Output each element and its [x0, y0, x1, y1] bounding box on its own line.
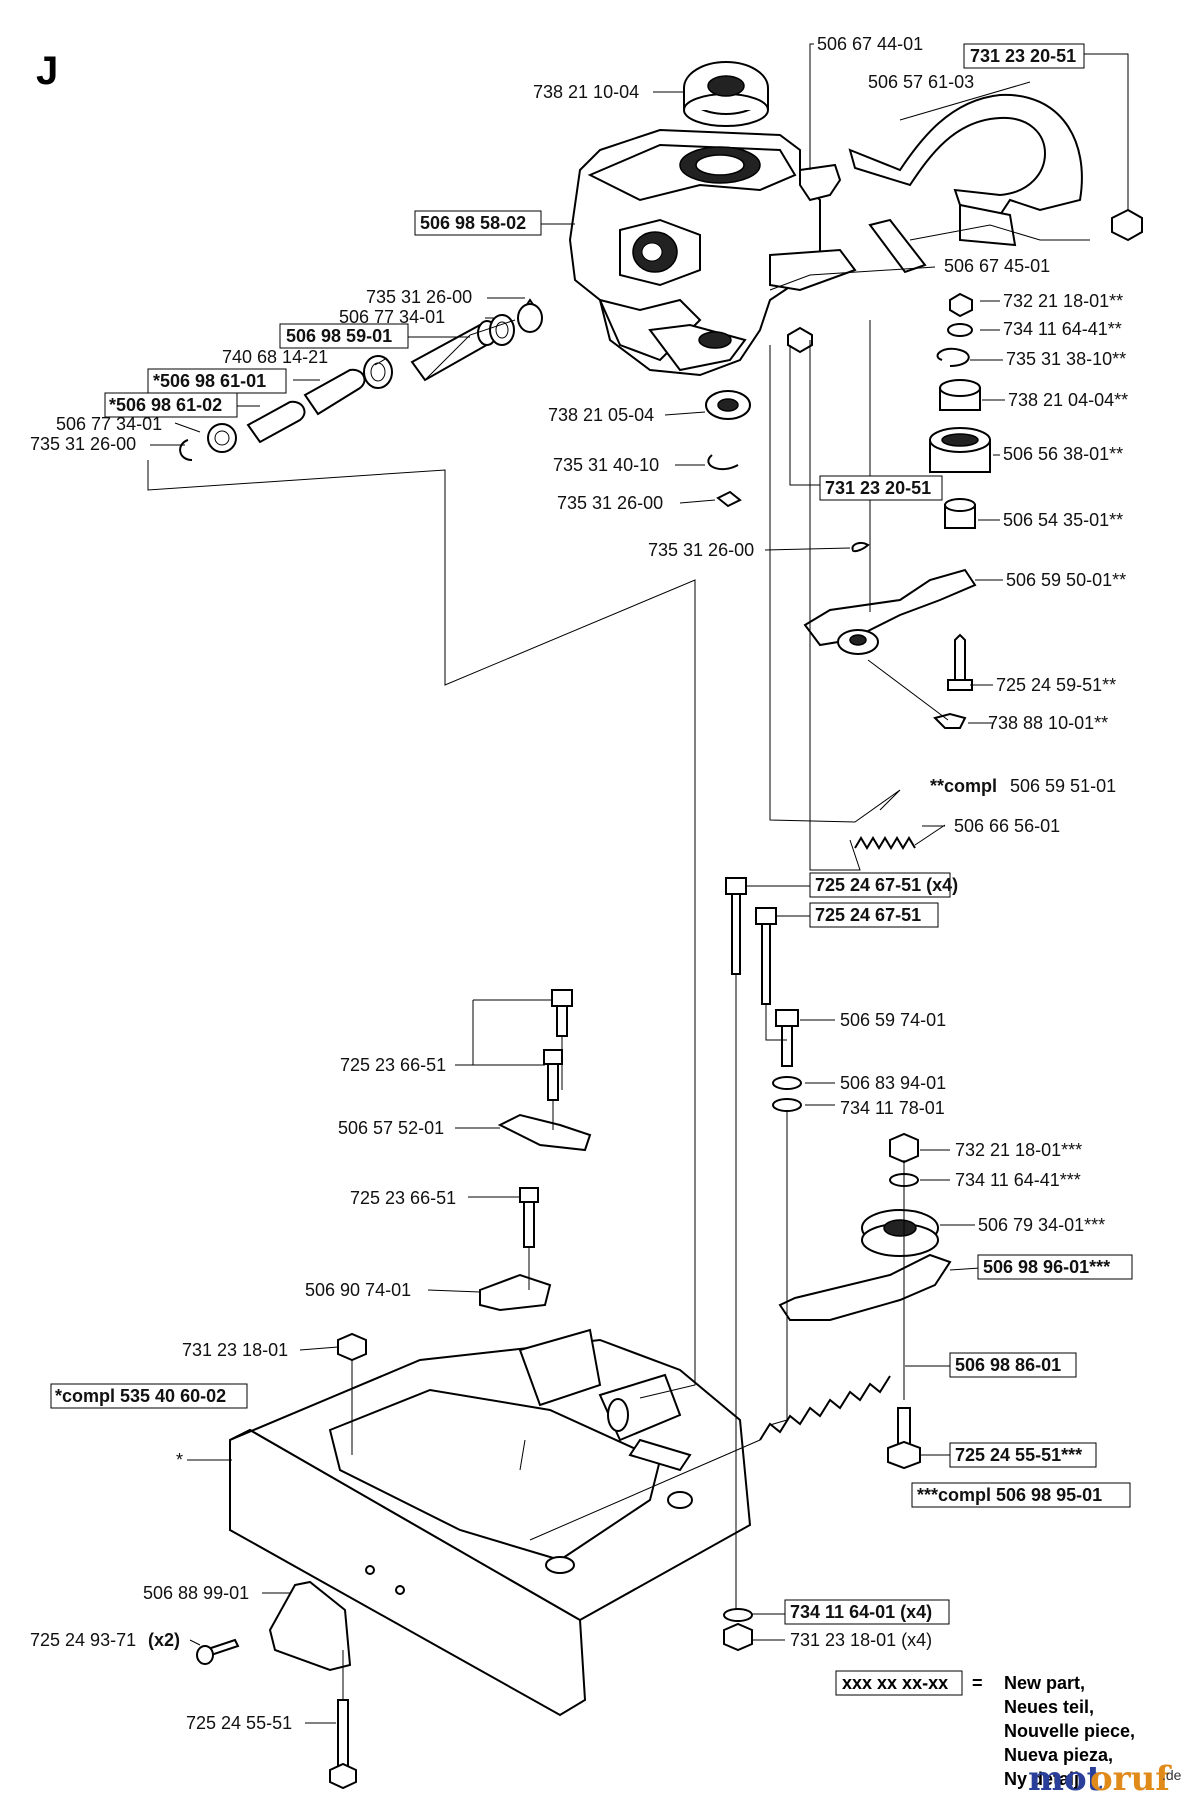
spring-large	[759, 1375, 891, 1441]
assembly-lines	[147, 319, 905, 1700]
label-725-24-93-71: 725 24 93-71	[30, 1630, 136, 1650]
label-725-24-55-51-ddd: 725 24 55-51***	[955, 1445, 1082, 1465]
label-506-88-99-01: 506 88 99-01	[143, 1583, 249, 1603]
label-506-79-34-01: 506 79 34-01***	[978, 1215, 1105, 1235]
label-506-98-86-01: 506 98 86-01	[955, 1355, 1061, 1375]
legend-line-2: Neues teil,	[1004, 1697, 1094, 1717]
label-506-67-45-01: 506 67 45-01	[944, 256, 1050, 276]
bolt-washers-right	[772, 1009, 802, 1112]
spring-small	[854, 836, 916, 850]
legend-box-text: xxx xx xx-xx	[842, 1673, 948, 1693]
legend: xxx xx xx-xx = New part, Neues teil, Nou…	[835, 1670, 1135, 1789]
label-compl-prefix: **compl	[930, 776, 997, 796]
label-506-98-61-01: *506 98 61-01	[153, 371, 266, 391]
label-506-59-74-01: 506 59 74-01	[840, 1010, 946, 1030]
label-725-23-66-51-b: 725 23 66-51	[350, 1188, 456, 1208]
legend-line-1: New part,	[1004, 1673, 1085, 1693]
legend-box	[835, 1670, 963, 1696]
clip-bracket	[799, 163, 842, 202]
part-drawings	[179, 61, 1143, 1790]
washer-nut-bottom	[723, 1608, 753, 1652]
label-506-57-52-01: 506 57 52-01	[338, 1118, 444, 1138]
label-734-11-78-01: 734 11 78-01	[840, 1098, 945, 1118]
label-740-68-14-21: 740 68 14-21	[222, 347, 328, 367]
label-compl-535-40-60-02: *compl 535 40 60-02	[55, 1386, 226, 1406]
label-506-77-34-01-a: 506 77 34-01	[339, 307, 445, 327]
section-letter: J	[36, 49, 58, 93]
label-725-23-66-51-a: 725 23 66-51	[340, 1055, 446, 1075]
label-735-31-38-10: 735 31 38-10**	[1006, 349, 1126, 369]
nut-mid	[787, 326, 813, 354]
bolt-bottom	[329, 1699, 357, 1790]
label-725-24-67-51-x4: 725 24 67-51 (x4)	[815, 875, 958, 895]
label-734-11-64-41-ddd: 734 11 64-41***	[955, 1170, 1081, 1190]
label-731-23-20-51-mid: 731 23 20-51	[825, 478, 931, 498]
label-boxes	[50, 43, 1133, 1625]
gear-housing	[568, 128, 857, 377]
label-732-21-18-01-dd: 732 21 18-01**	[1003, 291, 1123, 311]
watermark: mot oruf .de	[1028, 1759, 1182, 1799]
label-725-24-55-51: 725 24 55-51	[186, 1713, 292, 1733]
legend-line-4: Nueva pieza,	[1004, 1745, 1113, 1765]
label-506-57-61-03: 506 57 61-03	[868, 72, 974, 92]
label-506-98-59-01: 506 98 59-01	[286, 326, 392, 346]
clip-bracket-2	[868, 218, 927, 274]
bolt-right-lower	[887, 1407, 921, 1470]
label-x2: (x2)	[148, 1630, 180, 1650]
label-735-31-26-00-c: 735 31 26-00	[557, 493, 663, 513]
leader-lines	[150, 43, 1129, 1724]
label-732-21-18-01-ddd: 732 21 18-01***	[955, 1140, 1082, 1160]
label-506-77-34-01-b: 506 77 34-01	[56, 414, 162, 434]
label-506-90-74-01: 506 90 74-01	[305, 1280, 411, 1300]
watermark-part1: mot	[1028, 1759, 1103, 1799]
label-506-56-38-01: 506 56 38-01**	[1003, 444, 1123, 464]
shaft-assembly	[179, 298, 543, 461]
label-735-31-26-00-b: 735 31 26-00	[30, 434, 136, 454]
legend-equals: =	[972, 1673, 983, 1693]
label-compl-506-98-95-01: ***compl 506 98 95-01	[917, 1485, 1102, 1505]
label-star: *	[176, 1450, 183, 1470]
label-735-31-40-10: 735 31 40-10	[553, 455, 659, 475]
label-compl-506-59-51-01: 506 59 51-01	[1010, 776, 1116, 796]
label-506-83-94-01: 506 83 94-01	[840, 1073, 946, 1093]
nut-top-right	[1111, 208, 1143, 242]
label-738-21-05-04: 738 21 05-04	[548, 405, 654, 425]
label-738-21-10-04: 738 21 10-04	[533, 82, 639, 102]
label-738-88-10-01: 738 88 10-01**	[988, 713, 1108, 733]
right-stack	[851, 292, 991, 553]
left-bolts	[337, 989, 592, 1362]
lever-arm	[803, 568, 977, 729]
label-735-31-26-00-a: 735 31 26-00	[366, 287, 472, 307]
label-735-31-26-00-d: 735 31 26-00	[648, 540, 754, 560]
base-frame	[229, 1328, 752, 1717]
bolt-side	[196, 1638, 240, 1665]
label-734-11-64-41-dd: 734 11 64-41**	[1003, 319, 1122, 339]
label-725-24-67-51: 725 24 67-51	[815, 905, 921, 925]
watermark-part2: oruf	[1090, 1759, 1172, 1799]
bearing-top	[683, 61, 769, 127]
label-506-67-44-01: 506 67 44-01	[817, 34, 923, 54]
label-725-24-59-51: 725 24 59-51**	[996, 675, 1116, 695]
label-731-23-18-01-x4: 731 23 18-01 (x4)	[790, 1630, 932, 1650]
bearing-lower	[705, 390, 751, 508]
legend-line-3: Nouvelle piece,	[1004, 1721, 1135, 1741]
label-506-66-56-01: 506 66 56-01	[954, 816, 1060, 836]
legend-line-5: Ny detalj	[1004, 1769, 1079, 1789]
label-731-23-18-01: 731 23 18-01	[182, 1340, 288, 1360]
label-506-59-50-01: 506 59 50-01**	[1006, 570, 1126, 590]
mount-bracket	[268, 1580, 352, 1672]
label-731-23-20-51-top: 731 23 20-51	[970, 46, 1076, 66]
watermark-suffix: .de	[1162, 1767, 1182, 1783]
label-734-11-64-01-x4: 734 11 64-01 (x4)	[790, 1602, 932, 1622]
pulley-stack	[861, 1132, 939, 1257]
label-506-98-58-02: 506 98 58-02	[420, 213, 526, 233]
label-506-98-96-01: 506 98 96-01***	[983, 1257, 1110, 1277]
label-506-98-61-02: *506 98 61-02	[109, 395, 222, 415]
label-506-54-35-01: 506 54 35-01**	[1003, 510, 1123, 530]
part-labels: 506 67 44-01 731 23 20-51 506 57 61-03 7…	[30, 34, 1128, 1733]
label-738-21-04-04: 738 21 04-04**	[1008, 390, 1128, 410]
long-bolts	[725, 877, 777, 1005]
pulley-bracket	[778, 1253, 952, 1321]
